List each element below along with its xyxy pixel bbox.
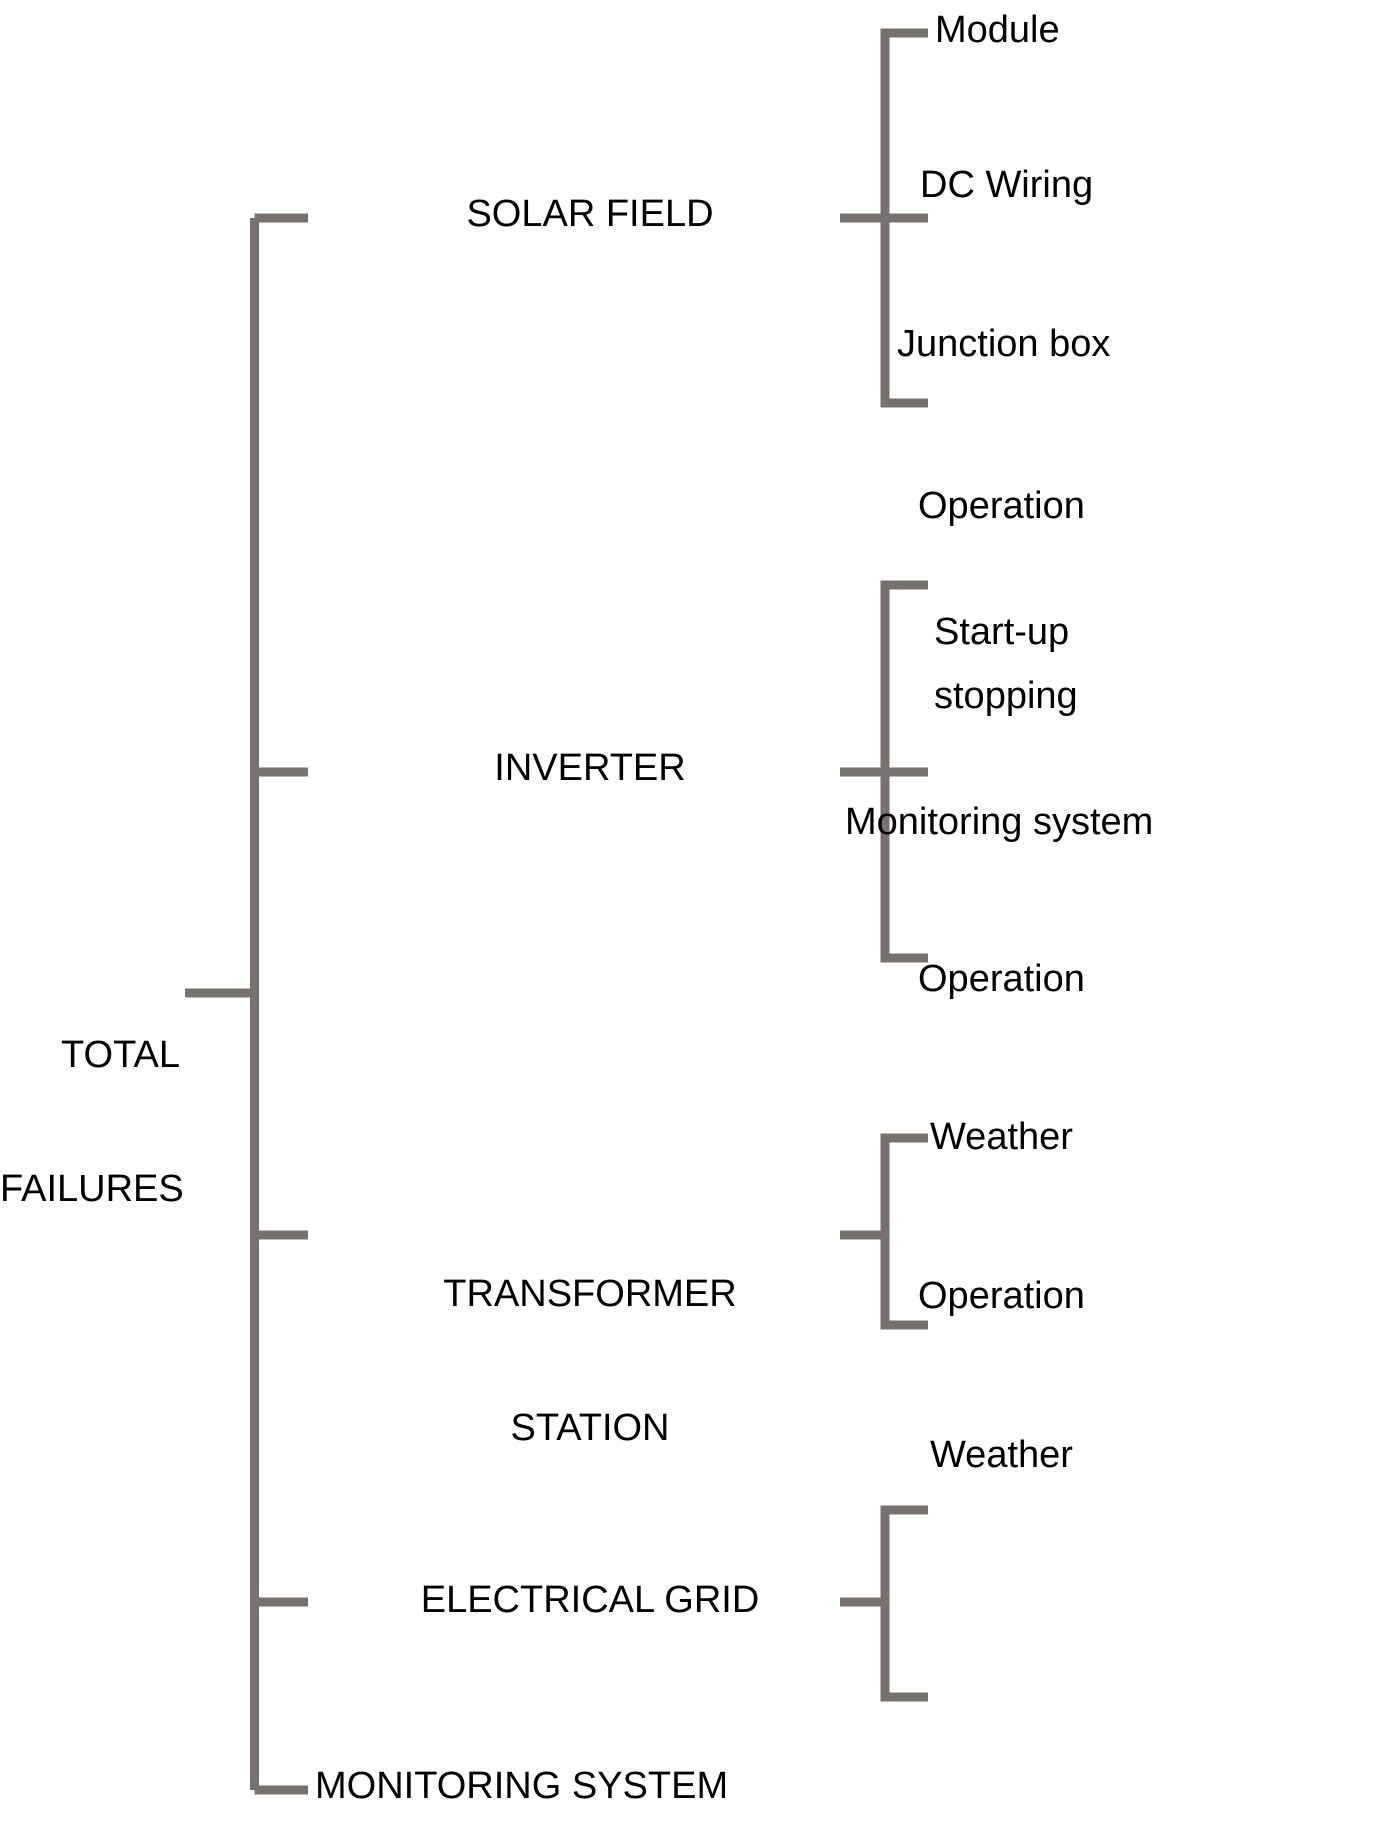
root-label-line-1: TOTAL [61,1033,180,1076]
node-transformer-weather: Weather [930,1116,1073,1158]
node-inverter-operation: Operation [918,485,1085,527]
node-junction-box: Junction box [897,323,1111,365]
node-transformer-station-line-2: STATION [510,1407,670,1450]
bracket-inverter [880,580,928,963]
node-inverter-monitoring-system: Monitoring system [845,801,1154,843]
node-electrical-grid: ELECTRICAL GRID [420,1579,760,1621]
node-module: Module [935,9,1060,51]
node-transformer-operation: Operation [918,958,1085,1000]
node-inverter-start-up: Start-up [934,611,1070,653]
bracket-electrical-grid [880,1505,928,1702]
node-dc-wiring: DC Wiring [920,164,1094,206]
node-solar-field: SOLAR FIELD [466,193,714,235]
node-transformer-station: TRANSFORMER STATION [320,1182,860,1541]
node-inverter: INVERTER [494,747,686,789]
root-node-total-failures: TOTAL FAILURES [0,943,184,1302]
node-transformer-station-line-1: TRANSFORMER [443,1272,737,1315]
node-monitoring-system: MONITORING SYSTEM [315,1765,729,1807]
node-inverter-stopping: stopping [934,675,1078,717]
node-grid-weather: Weather [930,1434,1073,1476]
root-label-line-2: FAILURES [0,1168,184,1211]
node-grid-operation: Operation [918,1275,1085,1317]
